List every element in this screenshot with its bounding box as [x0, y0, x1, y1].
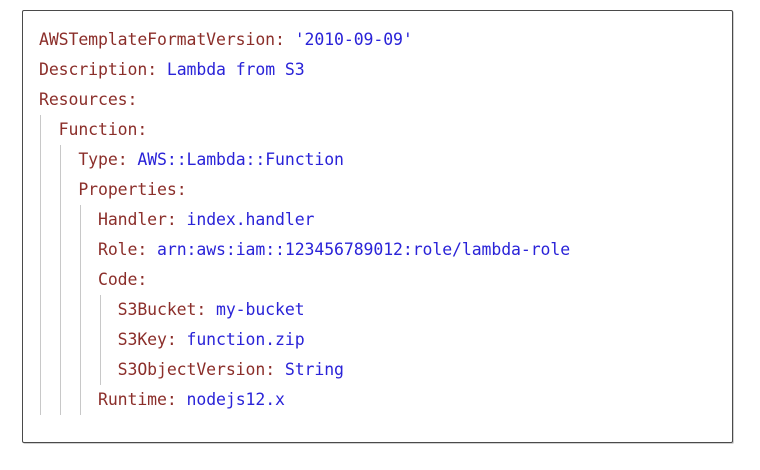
yaml-key: Description	[39, 60, 148, 79]
code-indent	[39, 390, 98, 409]
yaml-key: S3Key	[117, 330, 167, 349]
yaml-key: S3ObjectVersion	[117, 360, 266, 379]
yaml-key: Handler	[98, 210, 167, 229]
code-line: Properties:	[23, 175, 732, 205]
yaml-separator: :	[166, 330, 187, 349]
yaml-separator: :	[265, 360, 285, 379]
code-line: S3ObjectVersion: String	[23, 355, 732, 385]
yaml-separator: :	[137, 240, 158, 259]
code-line: Type: AWS::Lambda::Function	[23, 145, 732, 175]
yaml-separator: :	[196, 300, 217, 319]
code-indent	[39, 330, 118, 349]
yaml-key: Function	[58, 120, 138, 139]
code-line: Function:	[23, 115, 732, 145]
code-indent	[39, 210, 98, 229]
yaml-separator: :	[166, 210, 187, 229]
code-line: S3Key: function.zip	[23, 325, 732, 355]
yaml-key: Code	[98, 270, 138, 289]
code-indent	[39, 360, 118, 379]
yaml-value: '2010-09-09'	[294, 30, 413, 49]
yaml-key: Resources	[39, 90, 128, 109]
yaml-separator: :	[166, 390, 187, 409]
yaml-value: Lambda from S3	[166, 60, 305, 79]
yaml-value: index.handler	[186, 210, 315, 229]
yaml-value: my-bucket	[216, 300, 305, 319]
yaml-separator: :	[117, 150, 138, 169]
yaml-key: Runtime	[98, 390, 167, 409]
yaml-key: AWSTemplateFormatVersion	[39, 30, 276, 49]
code-line: Resources:	[23, 85, 732, 115]
code-indent	[39, 240, 98, 259]
code-line: Role: arn:aws:iam::123456789012:role/lam…	[23, 235, 732, 265]
yaml-separator: :	[275, 30, 295, 49]
yaml-key: Properties	[78, 180, 177, 199]
code-line: Code:	[23, 265, 732, 295]
yaml-value: AWS::Lambda::Function	[137, 150, 344, 169]
code-block-body[interactable]: AWSTemplateFormatVersion: '2010-09-09'De…	[23, 11, 732, 442]
code-line: Runtime: nodejs12.x	[23, 385, 732, 415]
yaml-key: S3Bucket	[117, 300, 197, 319]
code-indent	[39, 300, 118, 319]
yaml-separator: :	[127, 90, 138, 109]
yaml-value: nodejs12.x	[186, 390, 285, 409]
code-line: Handler: index.handler	[23, 205, 732, 235]
yaml-separator: :	[176, 180, 187, 199]
code-line: AWSTemplateFormatVersion: '2010-09-09'	[23, 25, 732, 55]
yaml-separator: :	[137, 120, 148, 139]
code-line: Description: Lambda from S3	[23, 55, 732, 85]
code-indent	[39, 150, 78, 169]
yaml-separator: :	[137, 270, 148, 289]
code-indent	[39, 120, 59, 139]
code-indent	[39, 270, 98, 289]
yaml-key: Role	[98, 240, 138, 259]
code-lines-container: AWSTemplateFormatVersion: '2010-09-09'De…	[23, 25, 732, 415]
yaml-key: Type	[78, 150, 118, 169]
yaml-value: function.zip	[186, 330, 305, 349]
code-block-card: AWSTemplateFormatVersion: '2010-09-09'De…	[22, 10, 733, 443]
code-line: S3Bucket: my-bucket	[23, 295, 732, 325]
yaml-separator: :	[147, 60, 167, 79]
yaml-value: arn:aws:iam::123456789012:role/lambda-ro…	[157, 240, 571, 259]
code-indent	[39, 180, 78, 199]
yaml-value: String	[284, 360, 344, 379]
